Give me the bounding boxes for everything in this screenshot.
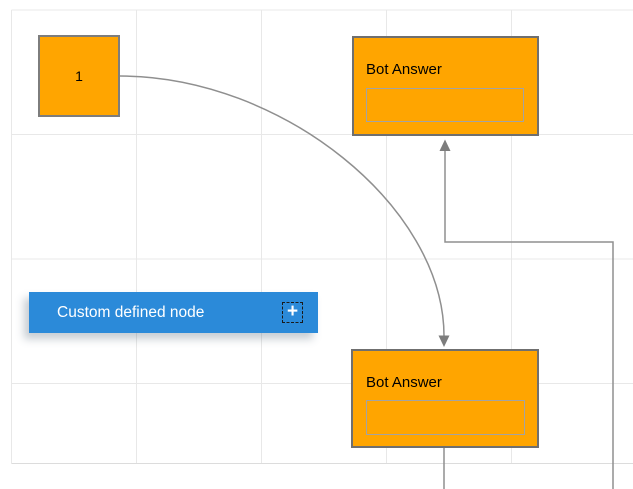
bot-answer-title: Bot Answer <box>366 61 442 78</box>
bot-answer-title: Bot Answer <box>366 374 442 391</box>
start-node[interactable]: 1 <box>38 35 120 117</box>
custom-node-label: Custom defined node <box>57 303 205 321</box>
bot-answer-node-bottom[interactable]: Bot Answer <box>351 349 539 448</box>
orthogonal-connector[interactable] <box>439 139 614 489</box>
arrowhead-up-icon <box>439 139 451 151</box>
bot-answer-node-top[interactable]: Bot Answer <box>352 36 539 136</box>
custom-defined-node[interactable]: Custom defined node + <box>29 292 318 333</box>
add-node-button[interactable]: + <box>282 302 303 323</box>
bezier-connector[interactable] <box>119 75 450 347</box>
bot-answer-textbox[interactable] <box>366 400 525 435</box>
plus-icon: + <box>286 301 299 322</box>
arrowhead-down-icon <box>438 335 450 347</box>
start-node-label: 1 <box>75 68 83 84</box>
bot-answer-textbox[interactable] <box>366 88 524 122</box>
